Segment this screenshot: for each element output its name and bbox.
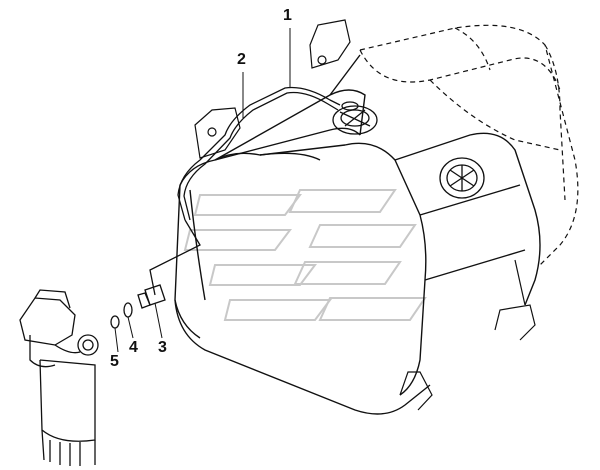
callout-2: 2 (237, 51, 246, 68)
callout-3: 3 (158, 339, 167, 356)
washer-5 (110, 315, 120, 329)
leader-lines (114, 28, 291, 353)
filler-cap-rear (439, 157, 485, 199)
mounting-brackets (194, 19, 536, 411)
stylized-arrows-watermark-icon (183, 189, 427, 321)
fitting-3 (137, 284, 166, 309)
callout-1: 1 (283, 7, 292, 24)
seal-washer-4 (123, 302, 133, 318)
callout-5: 5 (110, 353, 119, 370)
callout-4: 4 (129, 339, 138, 356)
fuel-pipe (149, 86, 341, 296)
fuel-filter (19, 289, 99, 466)
filler-cap-front (332, 101, 378, 135)
fuel-tank (174, 54, 541, 415)
fuel-tank-rear-outline (359, 24, 579, 266)
